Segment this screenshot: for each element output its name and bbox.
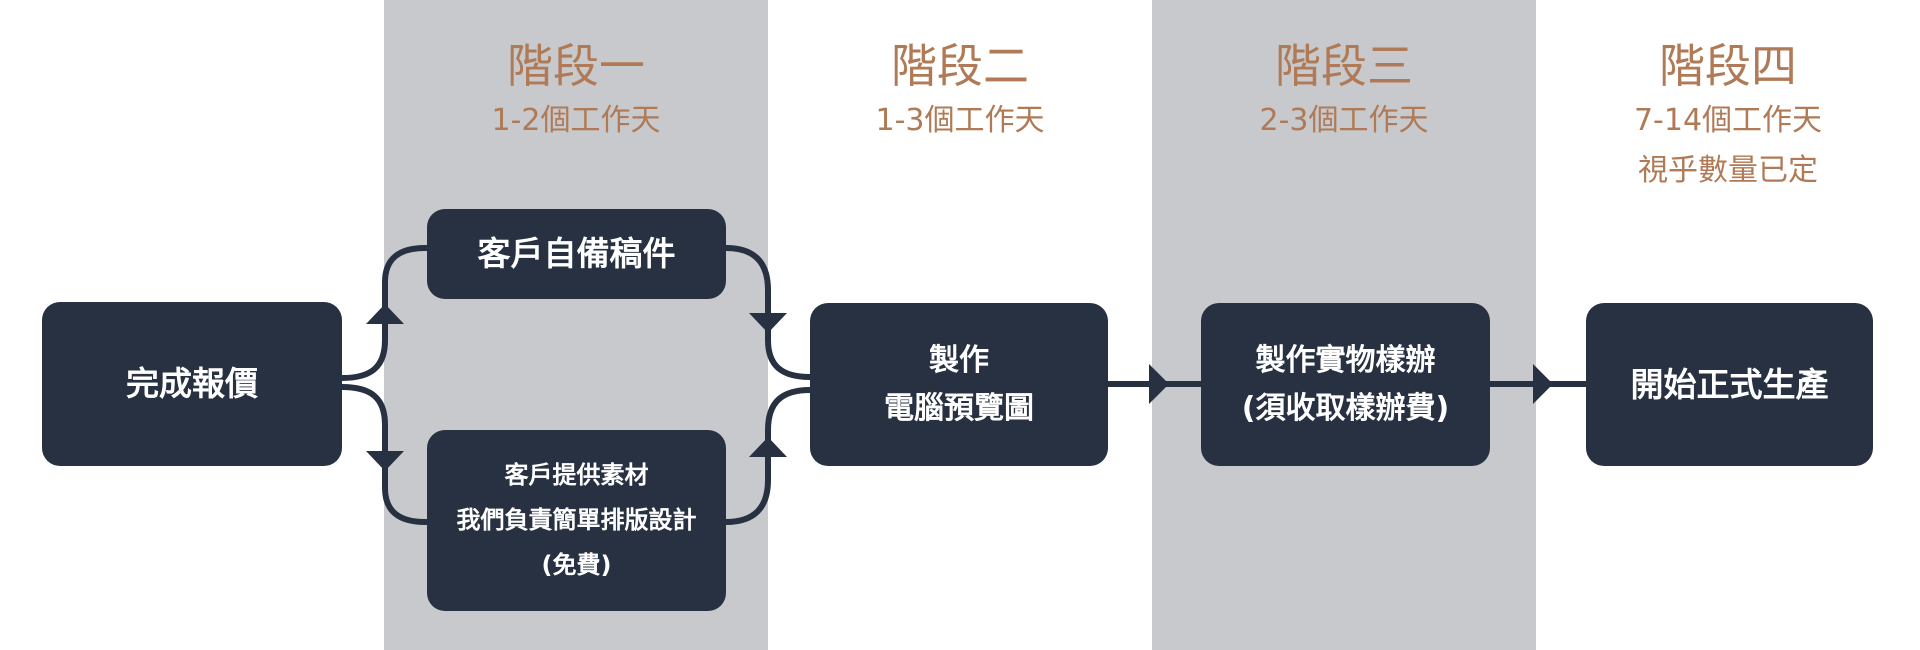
stage-header-3: 階段三 2-3個工作天	[1152, 36, 1536, 146]
box-label: 客戶自備稿件	[477, 234, 676, 273]
stage-title: 階段三	[1275, 39, 1413, 93]
preview-box: 製作 電腦預覽圖	[810, 303, 1108, 466]
stage-title: 階段一	[507, 39, 645, 93]
arrow-down-icon	[366, 451, 404, 471]
box-label: 製作	[929, 342, 989, 378]
connector-client-ready-to-preview	[723, 245, 813, 380]
box-label: (免費)	[541, 551, 612, 579]
stage-title: 階段四	[1659, 39, 1797, 93]
stage-note: 視乎數量已定	[1638, 153, 1818, 188]
arrow-up-icon	[749, 437, 787, 457]
box-label: 我們負責簡單排版設計	[456, 506, 697, 534]
stage-duration: 1-3個工作天	[875, 103, 1045, 138]
sample-box: 製作實物樣辦 (須收取樣辦費)	[1201, 303, 1490, 466]
stage-title: 階段二	[891, 39, 1029, 93]
stage-header-2: 階段二 1-3個工作天	[768, 36, 1152, 146]
production-box: 開始正式生產	[1586, 303, 1873, 466]
box-label: 開始正式生產	[1630, 364, 1829, 404]
client-ready-box: 客戶自備稿件	[427, 209, 726, 299]
connector-quote-to-client-ready	[339, 245, 430, 381]
client-material-box: 客戶提供素材 我們負責簡單排版設計 (免費)	[427, 430, 726, 611]
arrow-down-icon	[749, 313, 787, 333]
arrow-right-icon	[1533, 364, 1553, 404]
box-label: 客戶提供素材	[504, 461, 649, 489]
quote-box: 完成報價	[42, 302, 342, 466]
arrow-right-icon	[1149, 364, 1169, 404]
connector-quote-to-client-material	[339, 384, 430, 525]
stage-duration: 7-14個工作天	[1633, 103, 1823, 138]
box-label: 電腦預覽圖	[884, 390, 1034, 426]
stage-header-4: 階段四 7-14個工作天 視乎數量已定	[1536, 36, 1920, 196]
stage-duration: 2-3個工作天	[1259, 103, 1429, 138]
stage-header-1: 階段一 1-2個工作天	[384, 36, 768, 146]
arrow-up-icon	[366, 304, 404, 324]
box-label: 完成報價	[126, 364, 258, 403]
stage-duration: 1-2個工作天	[491, 103, 661, 138]
box-label: 製作實物樣辦	[1255, 342, 1436, 378]
box-label: (須收取樣辦費)	[1241, 390, 1450, 426]
